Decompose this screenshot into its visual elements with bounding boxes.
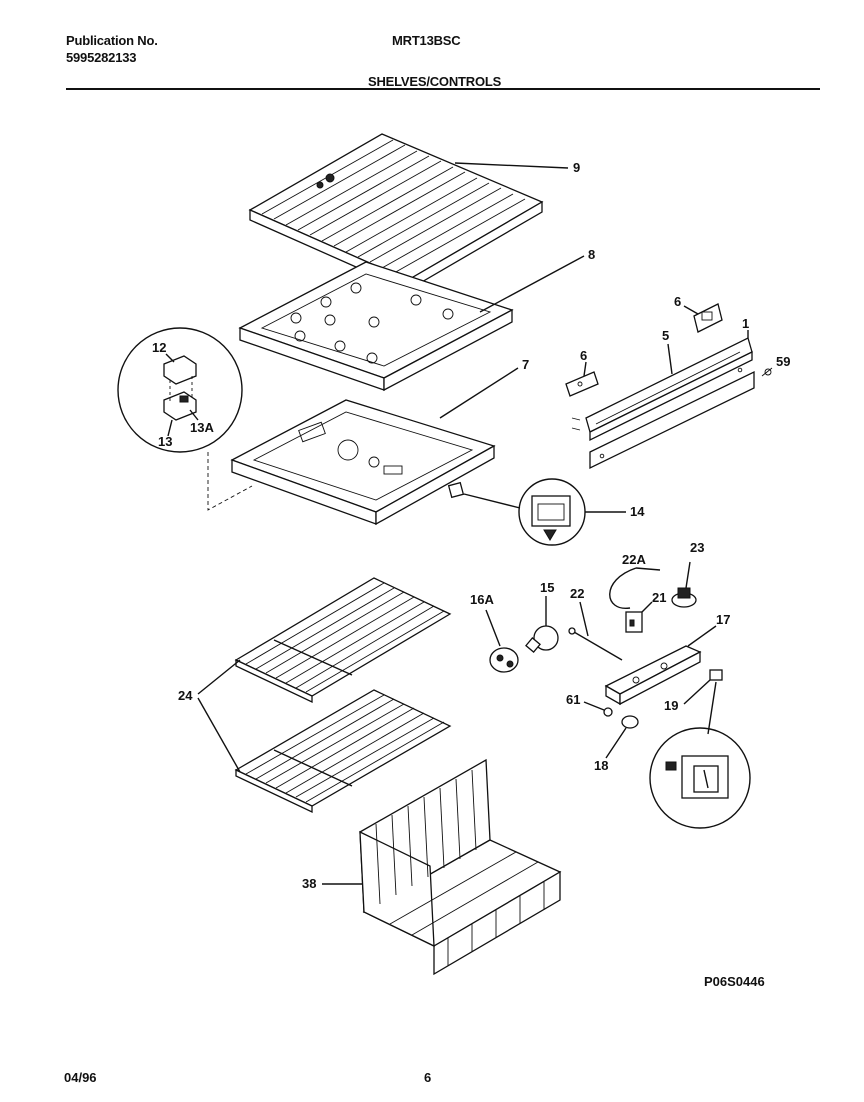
part-label-16a: 16A <box>470 592 494 607</box>
part-label-19: 19 <box>664 698 678 713</box>
leader-6-top <box>683 305 699 315</box>
part-label-14: 14 <box>630 504 645 519</box>
part-label-9: 9 <box>573 160 580 175</box>
part-label-18: 18 <box>594 758 608 773</box>
part-label-6-top: 6 <box>674 294 681 309</box>
screw-61 <box>603 707 613 717</box>
switch-19 <box>709 669 723 681</box>
leader-18 <box>605 727 627 759</box>
control-14 <box>447 478 586 546</box>
part-label-15: 15 <box>540 580 554 595</box>
detail-dashed-leader <box>207 452 253 511</box>
detail-circle-12-13 <box>117 327 243 453</box>
socket-21 <box>625 611 643 633</box>
socket-16a <box>489 647 519 673</box>
page-number: 6 <box>424 1070 431 1085</box>
leader-21 <box>641 601 653 613</box>
shelf-9 <box>248 133 544 292</box>
model-number: MRT13BSC <box>392 33 461 48</box>
part-label-21: 21 <box>652 590 666 605</box>
shelf-frame-7 <box>230 399 496 526</box>
leader-12 <box>165 353 175 363</box>
part-label-13: 13 <box>158 434 172 449</box>
rail-assembly <box>565 303 773 470</box>
part-label-12: 12 <box>152 340 166 355</box>
header-rule <box>66 88 820 90</box>
part-label-6-left: 6 <box>580 348 587 363</box>
leader-24-upper <box>197 659 241 695</box>
leader-9 <box>454 162 569 169</box>
wire-shelf-24-upper <box>234 577 452 704</box>
leader-16a <box>485 609 501 647</box>
leader-13 <box>167 419 173 437</box>
publication-number: 5995282133 <box>66 50 137 65</box>
section-title: SHELVES/CONTROLS <box>368 74 502 89</box>
part-label-61: 61 <box>566 692 580 707</box>
part-label-7: 7 <box>522 357 529 372</box>
leader-61 <box>583 701 605 711</box>
leader-13a <box>189 409 199 421</box>
part-label-23: 23 <box>690 540 704 555</box>
leader-22 <box>579 601 589 637</box>
knob-23 <box>671 561 697 608</box>
wire-shelf-24-lower <box>234 689 452 814</box>
part-label-13a: 13A <box>190 420 214 435</box>
part-label-24: 24 <box>178 688 193 703</box>
part-label-5: 5 <box>662 328 669 343</box>
part-label-1: 1 <box>742 316 749 331</box>
detail-circle-19 <box>649 727 751 829</box>
housing-17 <box>604 645 702 706</box>
part-label-8: 8 <box>588 247 595 262</box>
leader-7 <box>439 367 519 419</box>
leader-8 <box>479 255 585 313</box>
shelf-frame-8 <box>238 261 514 392</box>
part-label-22a: 22A <box>622 552 646 567</box>
footer-date: 04/96 <box>64 1070 97 1085</box>
leader-5 <box>667 343 673 375</box>
part-label-17: 17 <box>716 612 730 627</box>
part-label-38: 38 <box>302 876 316 891</box>
rod-22 <box>568 627 623 661</box>
leader-17 <box>687 625 717 647</box>
part-label-22: 22 <box>570 586 584 601</box>
bulb-15 <box>525 625 559 653</box>
leader-24-lower <box>197 697 241 773</box>
part-label-59: 59 <box>776 354 790 369</box>
leader-19 <box>683 679 711 705</box>
wire-22a <box>609 567 661 609</box>
figure-code: P06S0446 <box>704 974 765 989</box>
publication-label: Publication No. <box>66 33 158 48</box>
wire-basket-38 <box>359 758 562 976</box>
leader-6-left <box>583 361 587 377</box>
washer-18 <box>621 715 639 729</box>
